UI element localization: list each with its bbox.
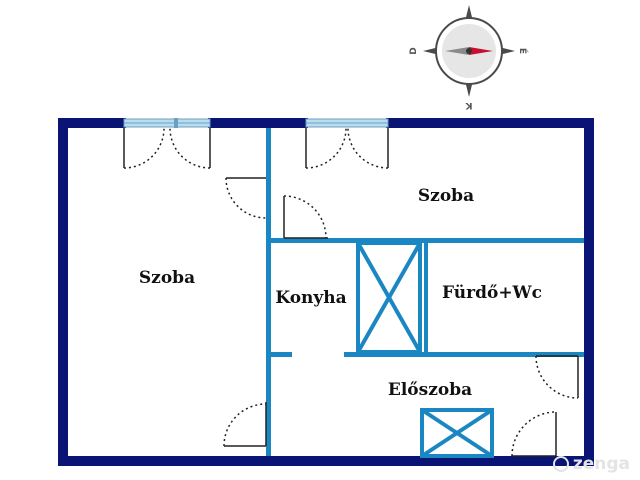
wall-horizontal-lower xyxy=(344,352,584,357)
compass-label-east: K xyxy=(464,100,472,110)
doors xyxy=(123,127,579,457)
door-left-room-upper xyxy=(225,177,267,219)
wall-horizontal-upper xyxy=(266,238,584,243)
room-label-eloszoba: Előszoba xyxy=(388,380,472,400)
outer-wall-top-left xyxy=(58,118,126,128)
door-entrance xyxy=(511,411,557,457)
zenga-watermark: zenga xyxy=(552,454,630,474)
door-bathroom xyxy=(535,355,579,399)
interior-walls xyxy=(266,128,584,456)
outer-wall-bottom xyxy=(58,456,594,466)
outer-wall-top-middle xyxy=(208,118,308,128)
door-left-room-lower xyxy=(223,402,267,447)
door-right-room-top xyxy=(305,127,389,169)
window-right xyxy=(305,118,389,128)
shaft-kitchen xyxy=(356,241,422,354)
compass: É D K xyxy=(409,5,529,110)
outer-wall-left xyxy=(58,118,68,466)
compass-label-north: É xyxy=(517,48,529,54)
wall-vertical-main xyxy=(266,128,271,456)
compass-needle-gray xyxy=(445,47,469,55)
zenga-logo-icon xyxy=(552,456,569,472)
door-top-room xyxy=(283,195,328,239)
room-label-szoba-top: Szoba xyxy=(418,186,474,206)
watermark-text: zenga xyxy=(572,454,630,474)
room-label-szoba-left: Szoba xyxy=(139,268,195,288)
outer-walls xyxy=(58,118,594,466)
compass-needle-red xyxy=(469,47,493,55)
wall-bathroom-divider xyxy=(424,243,428,352)
compass-label-south: D xyxy=(409,47,419,54)
door-left-room-top xyxy=(123,127,211,169)
window-left xyxy=(123,118,211,128)
room-label-konyha: Konyha xyxy=(275,288,346,308)
shaft-hall xyxy=(420,408,494,458)
outer-wall-right xyxy=(584,118,594,466)
wall-stub-kitchen xyxy=(266,352,292,357)
room-label-furdo: Fürdő+Wc xyxy=(442,283,542,303)
outer-wall-top-right xyxy=(386,118,594,128)
